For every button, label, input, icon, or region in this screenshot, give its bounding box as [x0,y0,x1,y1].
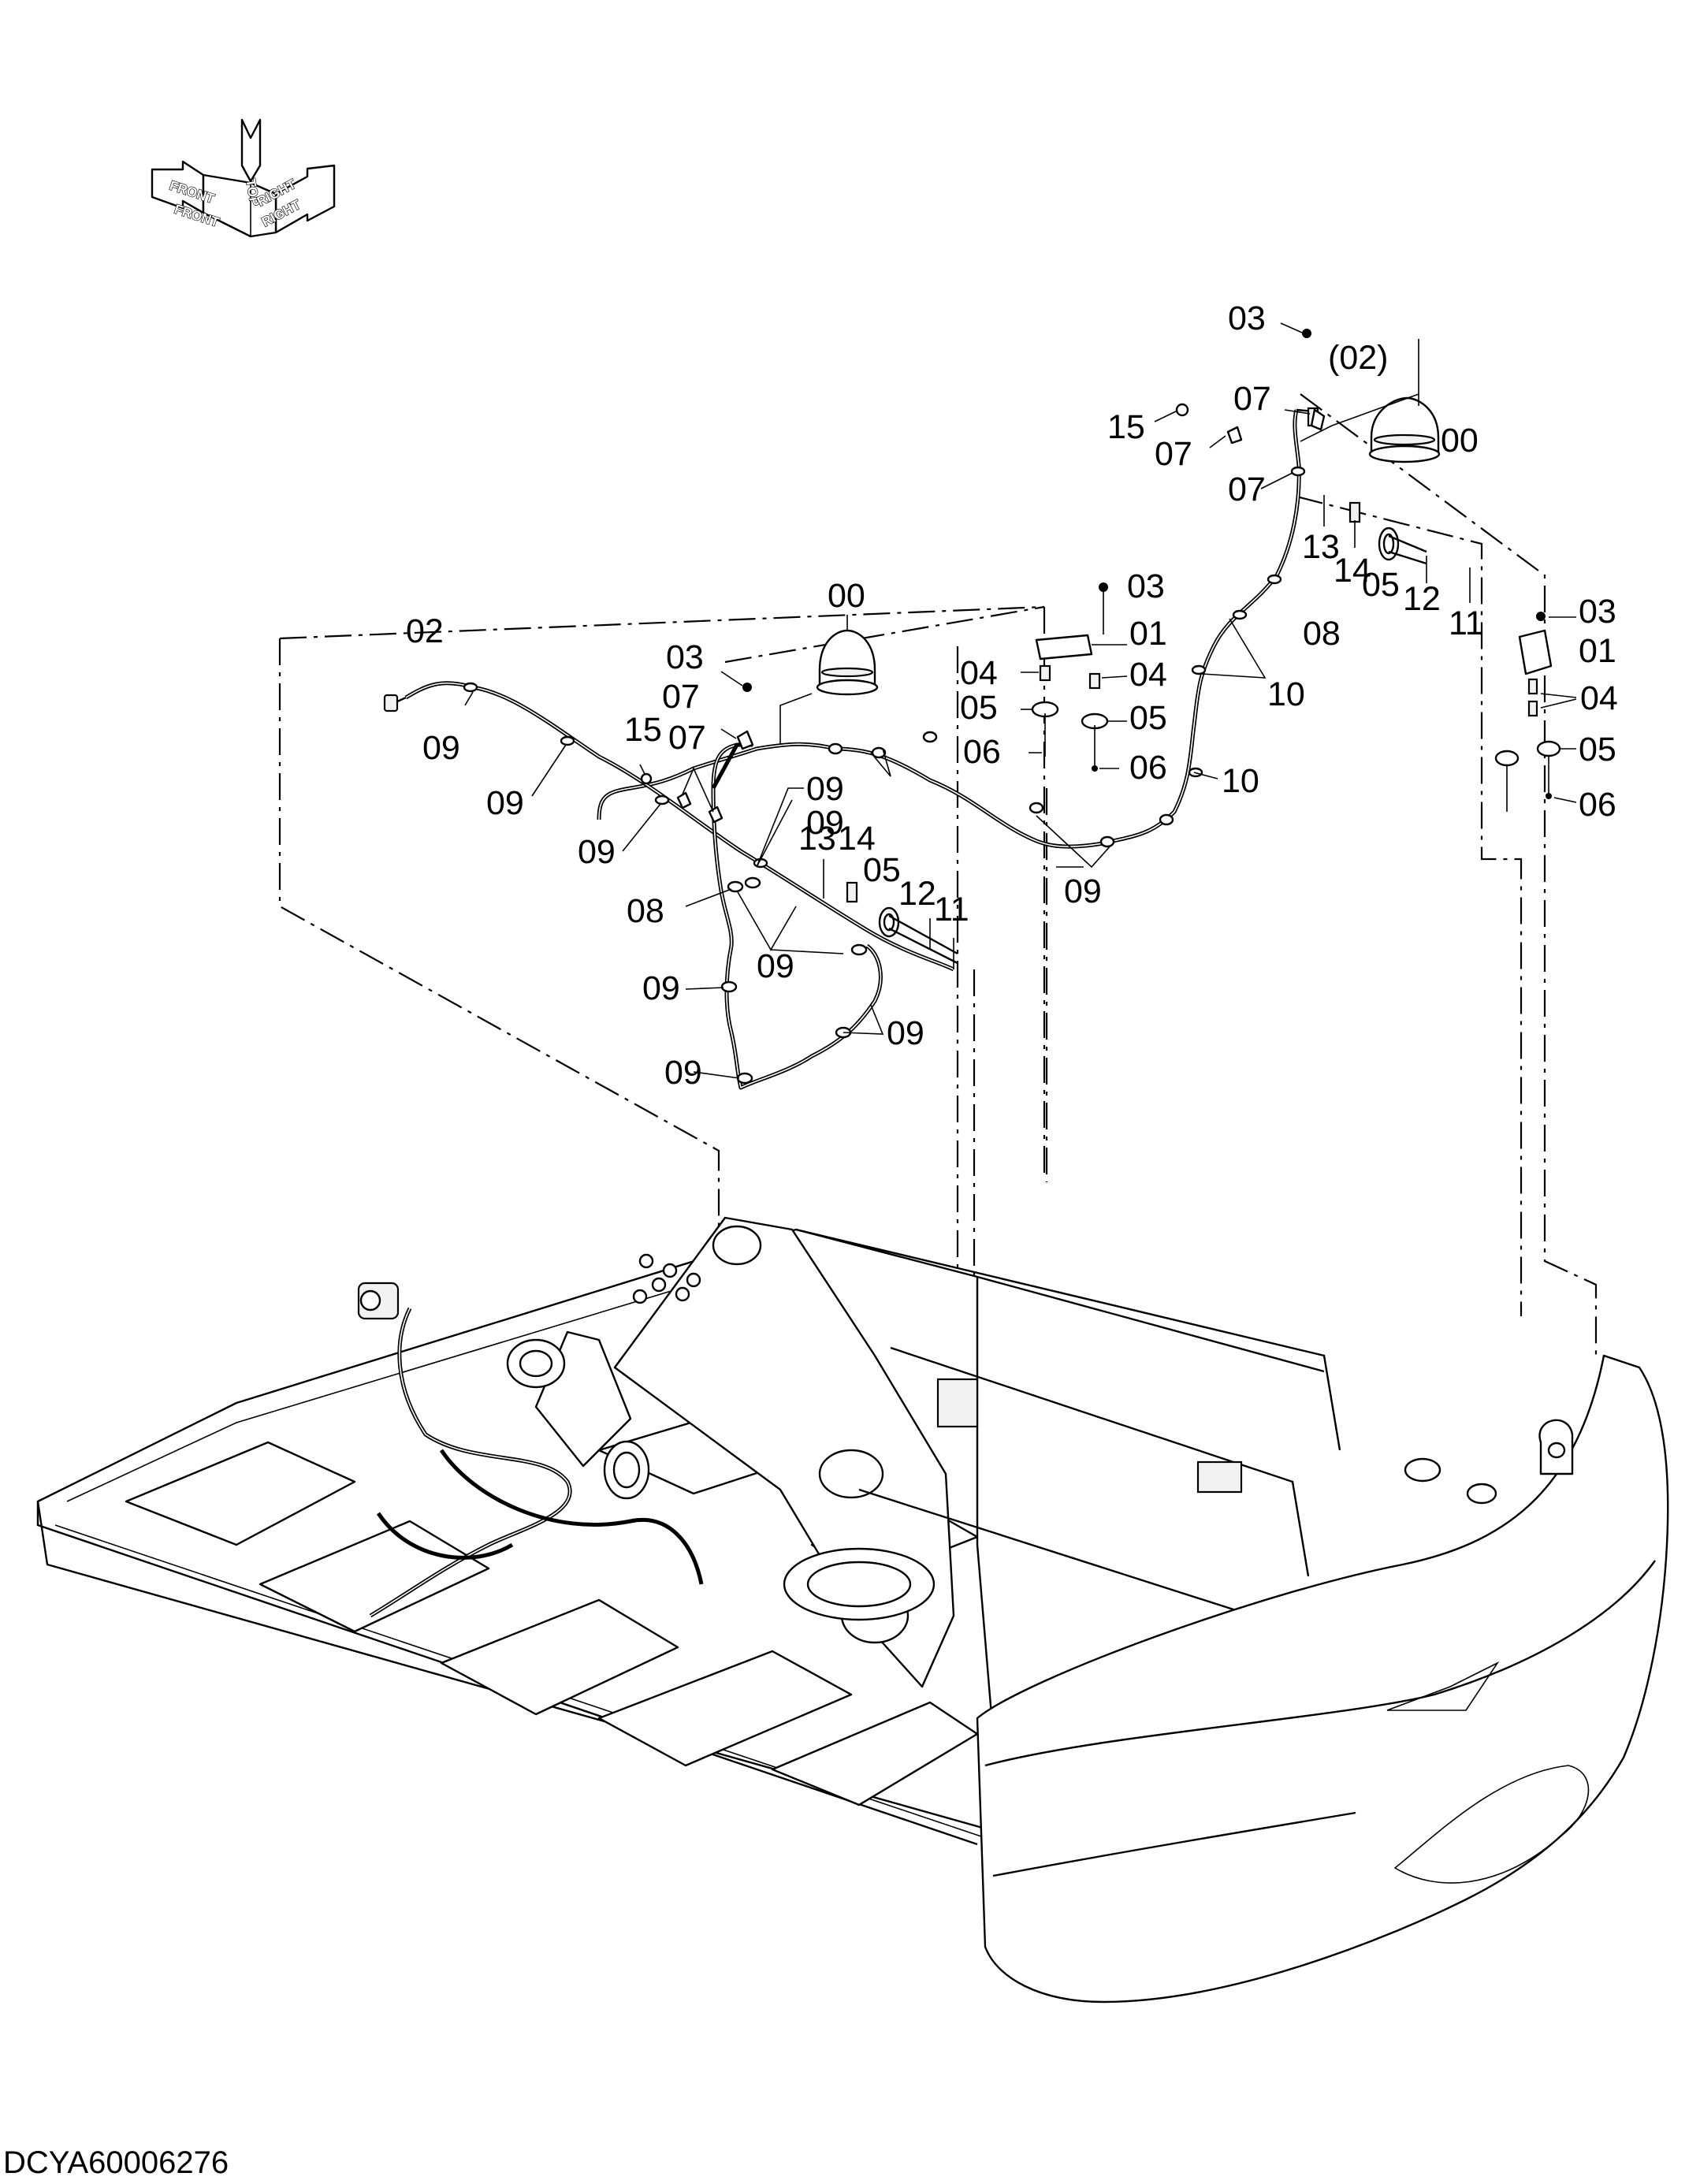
callout-clip-07-low: 07 [1228,471,1266,508]
document-code: DCYA60006276 [3,2145,229,2180]
callout-seal-05-right: 05 [1362,566,1400,604]
callout-hose-11-left: 11 [934,891,969,928]
callout-tie-09-e: 09 [757,947,794,985]
callout-tie-09-c: 09 [578,833,616,871]
arrow-right [274,164,336,234]
callout-grommet-14-right: 14 [1334,552,1371,590]
callout-clip-07-left-b: 07 [668,719,706,757]
callout-tube-12-left: 12 [898,875,936,913]
callout-screw-03-center: 03 [1127,567,1165,605]
callout-screw-03-right: 03 [1579,593,1616,631]
callout-spacer-04-center-a: 04 [960,654,998,692]
callout-spacer-04-center-b: 04 [1129,656,1167,694]
callout-harness-08-left: 08 [627,892,664,930]
callout-screw-03-top: 03 [1228,300,1266,337]
callout-lamp-right: 00 [1441,422,1479,459]
callout-bolt-06-right: 06 [1579,786,1616,824]
callout-labels: 00 (02) 03 07 15 07 07 13 14 05 12 11 08… [406,300,1618,1092]
callout-harness-08-right: 08 [1303,615,1341,653]
callout-bracket-01-right: 01 [1579,632,1616,670]
arrow-top [240,118,262,183]
callout-nut-15-left: 15 [624,711,662,749]
callout-screw-03-left: 03 [666,638,704,676]
callout-harness-02-left: 02 [406,612,444,650]
callout-tie-09-i: 09 [806,804,844,842]
callout-tie-10-lower: 10 [1222,762,1259,800]
callout-tube-12-right: 12 [1403,580,1441,618]
callout-seal-05-center-b: 05 [1129,699,1167,737]
counterweight [976,1354,1669,2004]
callout-clamp-13-right: 13 [1302,528,1340,566]
callout-tie-10-upper: 10 [1267,675,1305,713]
callout-seal-05-left: 05 [863,851,901,889]
beacon-lamp-left [818,629,876,687]
left-beacon-assembly [383,615,958,1090]
harness-08-right [597,409,1301,849]
callout-tie-09-a: 09 [422,729,460,767]
callout-tie-09-h: 09 [664,1054,702,1092]
callout-seal-05-center-a: 05 [960,689,998,727]
callout-spacer-04-right: 04 [1580,679,1618,717]
callout-tie-09-d: 09 [806,770,844,808]
callout-nut-15-top: 15 [1107,408,1145,446]
harness-08-left [711,742,883,1090]
callout-clip-07-mid: 07 [1155,435,1192,473]
deck-holes [632,1253,701,1304]
callout-tie-09-f: 09 [642,969,680,1007]
right-beacon-assembly [597,322,1577,869]
callout-tie-09-center-cluster: 09 [1064,872,1102,910]
callout-bolt-06-center-a: 06 [963,733,1001,771]
upper-frame [36,1216,1669,2004]
callout-grommet-14-left: 14 [838,820,876,858]
callout-clip-07-left-a: 07 [662,678,700,716]
callout-seal-05-far-right: 05 [1579,731,1616,768]
callout-bracket-01-center: 01 [1129,615,1167,653]
callout-lamp-left: 00 [828,577,865,615]
callout-clip-07-top: 07 [1233,380,1271,418]
callout-tie-09-b: 09 [486,784,524,822]
callout-cap-right: (02) [1328,339,1388,377]
callout-bolt-06-center-b: 06 [1129,749,1167,787]
orientation-icon: FRONT TOP RIGHT FRONT RIGHT [151,118,336,238]
callout-clamp-13-left: 13 [798,820,836,858]
callout-hose-11-right: 11 [1449,605,1484,642]
callout-tie-09-g: 09 [887,1014,924,1052]
